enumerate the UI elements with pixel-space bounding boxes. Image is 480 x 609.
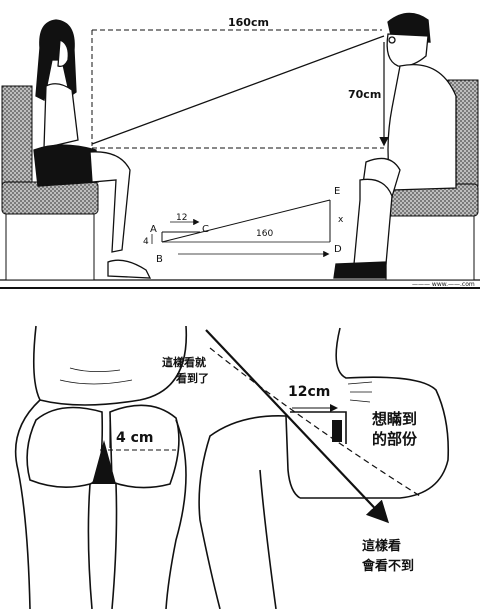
man-shoe — [333, 261, 387, 279]
man-glasses — [388, 36, 396, 44]
point-a: A — [150, 224, 157, 235]
note-hidden-line2: 的部份 — [372, 430, 418, 448]
watermark: ——— www.——.com — [412, 281, 475, 288]
hem-crease-2 — [59, 379, 133, 385]
front-left-knee — [26, 406, 104, 488]
side-skirt-front — [285, 415, 301, 499]
front-gap-shadow — [92, 440, 116, 484]
right-seat-base — [385, 215, 475, 281]
woman-face — [57, 39, 69, 68]
note-hidden-line1: 想瞞到 — [371, 410, 417, 428]
left-seat-base — [5, 213, 95, 281]
height-label: 70cm — [348, 88, 381, 101]
left-seat-cushion — [1, 181, 99, 215]
seated-woman — [33, 19, 152, 279]
woman-torso — [43, 83, 79, 149]
note-see-line2: 看到了 — [176, 371, 209, 385]
can-see-line — [209, 347, 421, 497]
side-thigh-lower — [259, 469, 277, 609]
distance-label: 160cm — [228, 16, 269, 29]
woman-hair — [35, 19, 77, 101]
man-face — [386, 33, 429, 67]
woman-legs — [89, 151, 131, 253]
side-hip-outline — [300, 327, 450, 499]
side-view-figure — [198, 327, 450, 609]
note-cannot-line1: 這樣看 — [362, 538, 401, 554]
front-left-inner — [87, 483, 93, 609]
cannot-see-line — [205, 329, 390, 524]
woman-skirt — [33, 144, 99, 187]
seated-man — [333, 12, 457, 279]
similar-triangles: A B C D E x 12 4 160 — [143, 186, 344, 265]
note-see-line1: 這樣看就 — [162, 355, 206, 369]
side-skirt-hem — [290, 411, 347, 444]
side-motion-lines — [347, 381, 373, 403]
front-torso — [32, 325, 188, 406]
point-x: x — [338, 215, 344, 225]
man-legs — [353, 178, 393, 265]
point-c: C — [202, 224, 209, 235]
side-12cm-label: 12cm — [288, 384, 330, 400]
point-e: E — [334, 186, 340, 197]
point-b: B — [156, 254, 163, 265]
bottom-panel: 4 cm 12cm 這樣看就 看到了 想瞞到 的部份 這樣看 會看不到 — [14, 325, 450, 609]
seg-12-label: 12 — [176, 213, 187, 223]
front-4cm-label: 4 cm — [116, 430, 154, 446]
note-cannot-line2: 會看不到 — [362, 558, 414, 574]
seg-160-label: 160 — [256, 229, 273, 239]
point-d: D — [334, 244, 342, 255]
side-hidden-area — [332, 420, 342, 442]
top-panel: 160cm 70cm A B C D E x 12 4 160 ——— www.… — [0, 0, 480, 289]
front-right-outer — [165, 419, 187, 609]
seg-4-label: 4 — [143, 237, 149, 247]
left-seat-back — [1, 85, 33, 187]
hem-crease-1 — [69, 367, 121, 372]
front-right-knee — [109, 404, 180, 489]
left-seat — [1, 85, 99, 281]
side-thigh-upper — [198, 415, 287, 609]
hypotenuse — [161, 199, 331, 243]
front-right-inner — [111, 483, 118, 609]
sight-line — [91, 35, 385, 145]
woman-shoe — [107, 259, 152, 279]
front-left-thigh-outer — [14, 399, 41, 609]
